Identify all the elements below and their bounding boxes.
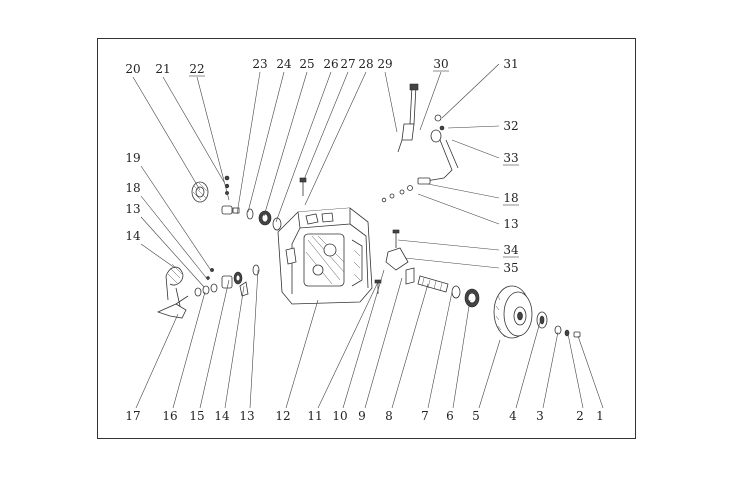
callout-c21: 21 <box>155 62 170 76</box>
part-29-33-cable-assembly <box>397 83 459 183</box>
leader-c19 <box>140 165 213 273</box>
leader-c30 <box>419 71 442 131</box>
part-16-15-rings <box>194 264 260 297</box>
callout-c26: 26 <box>323 57 338 71</box>
leader-c25 <box>263 71 308 217</box>
leader-c4 <box>515 321 541 409</box>
leader-c15 <box>199 279 230 409</box>
leader-c9 <box>364 277 403 409</box>
part-18-13-pins <box>381 177 431 203</box>
part-34-shift-fork <box>385 229 415 285</box>
leader-c28 <box>304 71 367 206</box>
callout-c3: 3 <box>536 409 544 423</box>
callout-c29: 29 <box>377 57 392 71</box>
part-27-bolt <box>299 177 307 196</box>
part-14-spring <box>165 263 184 307</box>
leader-c23 <box>236 71 261 215</box>
part-12-main-housing <box>277 207 373 305</box>
callout-c12: 12 <box>275 409 290 423</box>
callout-c18l: 18 <box>125 181 140 195</box>
part-22-fitting <box>221 205 240 215</box>
callout-c2: 2 <box>576 409 584 423</box>
leader-c26 <box>275 71 332 223</box>
callout-c30: 30 <box>433 57 448 71</box>
leader-c3 <box>542 331 559 409</box>
leader-c32 <box>447 125 500 129</box>
callout-c15: 15 <box>189 409 204 423</box>
part-24-25-rings <box>246 208 282 231</box>
callout-c20: 20 <box>125 62 140 76</box>
callout-c1: 1 <box>596 409 604 423</box>
leader-lines <box>132 63 604 409</box>
leader-c12 <box>285 299 319 409</box>
leader-c7 <box>427 291 453 409</box>
part-8-shaft <box>417 275 449 293</box>
leader-c16 <box>172 291 206 409</box>
callout-c13l: 13 <box>125 202 140 216</box>
leader-c29 <box>384 71 398 133</box>
callout-c17: 17 <box>125 409 140 423</box>
leader-c10 <box>342 269 385 409</box>
leader-c13b <box>249 269 259 409</box>
part-4-1-washers <box>536 311 581 338</box>
callout-c34: 34 <box>503 243 519 257</box>
drawing-frame <box>97 38 636 439</box>
leader-c2 <box>567 333 584 409</box>
callout-c14b: 14 <box>214 409 230 423</box>
leader-c17 <box>135 313 179 409</box>
leader-c18l <box>140 195 209 281</box>
callout-c23: 23 <box>252 57 267 71</box>
callout-c19: 19 <box>125 151 140 165</box>
callout-c27: 27 <box>340 57 355 71</box>
callout-c4: 4 <box>509 409 517 423</box>
leader-c5 <box>478 339 501 409</box>
callout-c9: 9 <box>358 409 366 423</box>
callout-c24: 24 <box>276 57 292 71</box>
callout-c11: 11 <box>307 409 322 423</box>
callout-c31: 31 <box>503 57 518 71</box>
callout-c28: 28 <box>358 57 373 71</box>
callout-c18r: 18 <box>503 191 518 205</box>
leader-c21 <box>162 76 225 183</box>
leader-c13r <box>417 193 500 225</box>
parts-artwork <box>156 83 581 339</box>
part-7-6-bearings <box>451 285 480 308</box>
leader-c35 <box>404 257 500 269</box>
callout-c22: 22 <box>189 62 204 76</box>
leader-c33 <box>451 139 500 159</box>
callout-c6: 6 <box>446 409 454 423</box>
leader-c24 <box>247 71 285 213</box>
callout-c35: 35 <box>503 261 518 275</box>
callout-c32: 32 <box>503 119 518 133</box>
callout-c8: 8 <box>385 409 393 423</box>
leader-c27 <box>302 71 349 183</box>
callout-c13b: 13 <box>239 409 254 423</box>
callout-c10: 10 <box>332 409 347 423</box>
callout-c14l: 14 <box>125 229 141 243</box>
callout-c16: 16 <box>162 409 177 423</box>
callout-c7: 7 <box>421 409 429 423</box>
leader-c34 <box>397 239 500 251</box>
leader-c20 <box>132 76 201 191</box>
leader-c18r <box>427 183 500 199</box>
part-11-small-bolt <box>374 279 382 294</box>
leader-c13l <box>140 216 205 288</box>
callout-c13r: 13 <box>503 217 518 231</box>
callout-c25: 25 <box>299 57 314 71</box>
leader-c6 <box>452 299 471 409</box>
leader-c14b <box>224 285 245 409</box>
leader-c31 <box>441 63 500 119</box>
part-20-bearing <box>191 181 209 203</box>
leader-c8 <box>391 283 429 409</box>
callout-c5: 5 <box>472 409 480 423</box>
part-17-lever <box>156 295 189 319</box>
callout-c33: 33 <box>503 151 518 165</box>
leader-c22 <box>196 76 230 201</box>
leader-c14l <box>140 243 176 269</box>
part-5-clutch-drum <box>493 285 533 339</box>
leader-c11 <box>317 281 379 409</box>
leader-c1 <box>577 335 604 409</box>
